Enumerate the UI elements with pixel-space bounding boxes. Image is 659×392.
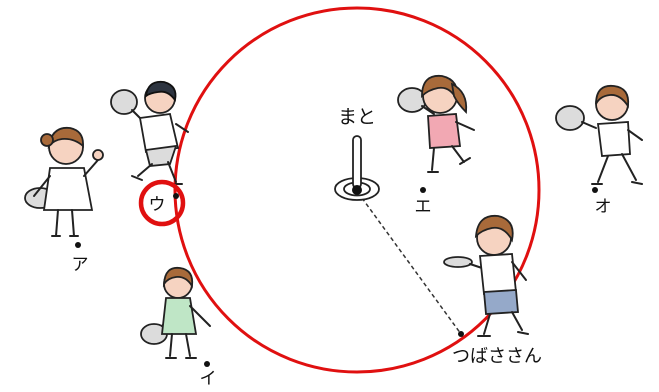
child-o-figure — [556, 86, 642, 184]
label-i: イ — [200, 369, 217, 387]
label-u: ウ — [149, 195, 166, 215]
target-post-icon — [335, 136, 379, 200]
label-e: エ — [415, 197, 432, 217]
label-a: ア — [72, 255, 89, 275]
child-e-figure — [398, 76, 474, 172]
label-o: オ — [595, 197, 612, 217]
child-a-figure — [25, 128, 103, 236]
distance-dashed-line — [362, 198, 461, 334]
position-dot-u — [173, 193, 179, 199]
label-target: まと — [338, 106, 376, 128]
position-dot-i — [204, 361, 210, 367]
position-dot-e — [420, 187, 426, 193]
position-dot-tsubasa — [458, 331, 464, 337]
position-dot-o — [592, 187, 598, 193]
label-tsubasa: つばささん — [452, 346, 542, 367]
position-dot-a — [75, 242, 81, 248]
